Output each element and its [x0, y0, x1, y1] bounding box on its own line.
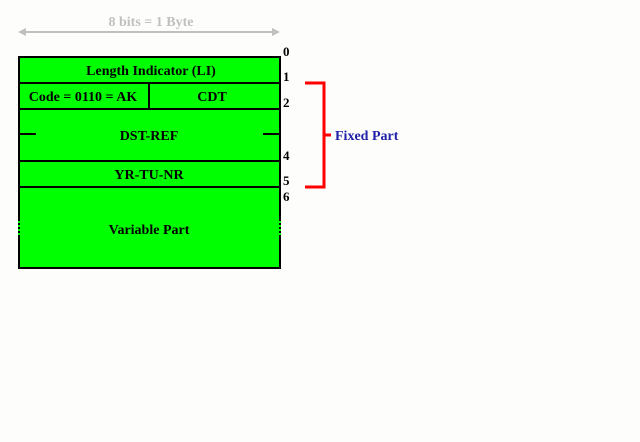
offset-6: 6: [283, 189, 290, 204]
offset-4: 4: [283, 148, 290, 163]
fixed-part-label: Fixed Part: [335, 129, 399, 144]
byte-width-indicator: 8 bits = 1 Byte: [18, 15, 280, 36]
fixed-part-bracket: [305, 81, 331, 189]
byte-offsets: 0 1 2 4 5 6: [283, 44, 290, 204]
variable-part-label: Variable Part: [109, 223, 190, 238]
dst-ref-label: DST-REF: [120, 129, 179, 144]
field-code: [18, 82, 150, 110]
code-label: Code = 0110 = AK: [29, 90, 138, 105]
length-indicator-label: Length Indicator (LI): [86, 64, 216, 79]
fixed-part-brace: Fixed Part: [305, 81, 399, 189]
field-variable-part: [18, 186, 281, 269]
yr-tu-nr-label: YR-TU-NR: [114, 168, 184, 183]
offset-5: 5: [283, 173, 290, 188]
width-arrow-left-head: [18, 28, 26, 36]
field-yr-tu-nr: [18, 160, 281, 188]
offset-0: 0: [283, 44, 290, 59]
packet-structure: Length Indicator (LI) Code = 0110 = AK C…: [18, 56, 281, 269]
width-arrow-right-head: [272, 28, 280, 36]
offset-2: 2: [283, 95, 290, 110]
cdt-label: CDT: [197, 90, 227, 105]
byte-width-label: 8 bits = 1 Byte: [109, 15, 194, 30]
offset-1: 1: [283, 69, 290, 84]
